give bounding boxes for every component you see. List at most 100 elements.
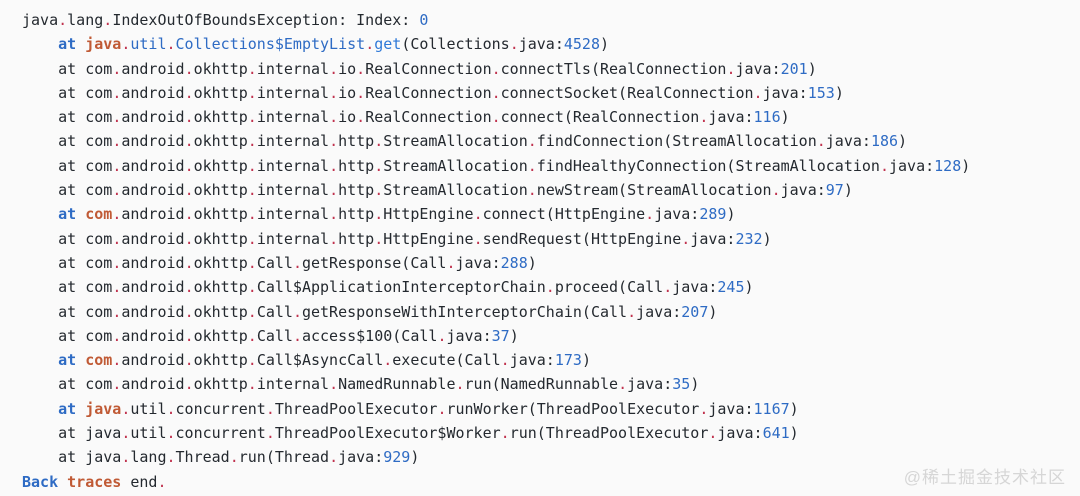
code-token: .: [247, 108, 257, 127]
code-token: connectTls(RealConnection: [500, 59, 727, 78]
code-token: ): [780, 108, 790, 127]
code-token: .: [356, 59, 366, 78]
code-token: .: [329, 375, 339, 394]
code-token: android: [121, 326, 185, 345]
code-token: ): [690, 375, 700, 394]
code-token: internal: [256, 205, 330, 224]
code-token: .: [455, 375, 465, 394]
code-token: .: [247, 83, 257, 102]
code-token: okhttp: [193, 326, 248, 345]
code-token: getResponse(Call: [301, 253, 447, 272]
code-token: .: [699, 108, 709, 127]
code-token: .: [527, 156, 537, 175]
code-token: ): [789, 399, 799, 418]
code-token: .: [265, 424, 275, 443]
code-token: internal: [256, 132, 330, 151]
code-token: .: [166, 35, 176, 54]
trace-line: at com.android.okhttp.internal.http.Stre…: [22, 129, 1080, 153]
code-token: proceed(Call: [554, 278, 664, 297]
code-token: .: [545, 278, 555, 297]
code-token: [22, 351, 58, 369]
code-token: android: [121, 181, 185, 200]
code-token: .: [112, 156, 122, 175]
code-token: .: [103, 11, 113, 29]
code-token: okhttp: [193, 351, 248, 370]
code-token: java:: [636, 302, 682, 321]
code-token: okhttp: [193, 108, 248, 127]
code-token: .: [708, 424, 718, 443]
code-token: 0: [419, 11, 429, 29]
code-token: .: [112, 375, 122, 394]
code-token: ): [527, 253, 537, 272]
code-token: io: [338, 83, 357, 102]
code-token: .: [329, 83, 339, 102]
code-token: .: [292, 326, 302, 345]
code-token: run(ThreadPoolExecutor: [509, 424, 709, 443]
code-token: ): [807, 59, 817, 78]
code-token: ): [726, 205, 736, 224]
code-token: StreamAllocation: [383, 132, 528, 151]
code-token: .: [247, 205, 257, 224]
code-token: 116: [753, 108, 781, 127]
code-token: java:: [654, 205, 700, 224]
code-token: .: [491, 108, 501, 127]
code-token: Call: [256, 326, 293, 345]
code-token: util: [130, 424, 167, 443]
code-token: .: [374, 229, 384, 248]
code-token: .: [247, 351, 257, 370]
code-token: findConnection(StreamAllocation: [536, 132, 817, 151]
code-token: http: [338, 229, 375, 248]
code-token: android: [121, 278, 185, 297]
code-token: end: [121, 472, 158, 491]
trace-line: java.lang.IndexOutOfBoundsException: Ind…: [22, 8, 1080, 32]
code-token: Call: [256, 302, 293, 321]
code-token: .: [383, 351, 393, 370]
trace-line: Back traces end.: [22, 470, 1080, 494]
code-token: Call$AsyncCall: [256, 351, 384, 370]
code-token: lang: [67, 11, 104, 29]
code-token: java:: [708, 108, 754, 127]
code-token: sendRequest(HttpEngine: [482, 229, 682, 248]
code-token: [76, 351, 85, 369]
code-token: okhttp: [193, 302, 248, 321]
code-token: .: [184, 181, 194, 200]
code-token: .: [699, 399, 709, 418]
code-token: http: [338, 205, 375, 224]
code-token: .: [112, 108, 122, 127]
code-token: .: [247, 229, 257, 248]
code-token: at com: [22, 229, 113, 248]
trace-line: at com.android.okhttp.Call.getResponseWi…: [22, 300, 1080, 324]
code-token: 153: [807, 83, 835, 102]
code-token: .: [121, 35, 131, 54]
code-token: okhttp: [193, 83, 248, 102]
code-token: android: [121, 83, 185, 102]
code-token: .: [157, 472, 167, 491]
code-token: java:: [690, 229, 736, 248]
code-token: [22, 400, 58, 418]
code-token: 128: [934, 156, 962, 175]
code-token: runWorker(ThreadPoolExecutor: [446, 399, 700, 418]
code-token: .: [229, 448, 239, 467]
code-token: .: [365, 35, 375, 54]
code-token: run(NamedRunnable: [464, 375, 619, 394]
code-token: at com: [22, 132, 113, 151]
trace-line: at com.android.okhttp.internal.http.Http…: [22, 202, 1080, 226]
code-token: .: [184, 59, 194, 78]
trace-line: at com.android.okhttp.Call$ApplicationIn…: [22, 275, 1080, 299]
code-token: internal: [256, 181, 330, 200]
code-token: .: [112, 205, 122, 224]
code-token: ThreadPoolExecutor: [274, 399, 438, 418]
trace-line: at com.android.okhttp.internal.NamedRunn…: [22, 372, 1080, 396]
code-token: http: [338, 156, 375, 175]
trace-line: at com.android.okhttp.internal.http.Stre…: [22, 154, 1080, 178]
code-token: 289: [699, 205, 727, 224]
code-token: .: [184, 253, 194, 272]
code-token: .: [374, 181, 384, 200]
code-token: ): [898, 132, 908, 151]
code-token: .: [329, 205, 339, 224]
code-token: .: [184, 375, 194, 394]
code-token: .: [329, 132, 339, 151]
trace-line: at com.android.okhttp.internal.http.Http…: [22, 227, 1080, 251]
code-token: .: [247, 278, 257, 297]
code-token: at com: [22, 59, 113, 78]
